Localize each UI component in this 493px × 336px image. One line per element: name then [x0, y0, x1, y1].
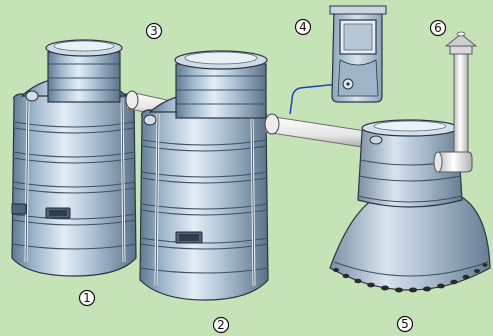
callout-5: 5 [398, 317, 413, 332]
callout-6-label: 6 [434, 21, 442, 35]
callout-3: 3 [147, 24, 162, 39]
callout-1-label: 1 [83, 291, 91, 305]
control-box [330, 6, 386, 102]
callout-2-label: 2 [217, 318, 225, 332]
callout-5-label: 5 [401, 317, 409, 331]
callout-6: 6 [431, 21, 446, 36]
callout-4-label: 4 [299, 20, 307, 34]
callout-2: 2 [214, 318, 229, 333]
callout-1: 1 [80, 291, 95, 306]
second-septic-tank [140, 51, 268, 300]
outlet-pipe [265, 114, 372, 148]
callout-4: 4 [296, 20, 311, 35]
callout-3-label: 3 [150, 24, 158, 38]
first-septic-tank [12, 40, 136, 276]
